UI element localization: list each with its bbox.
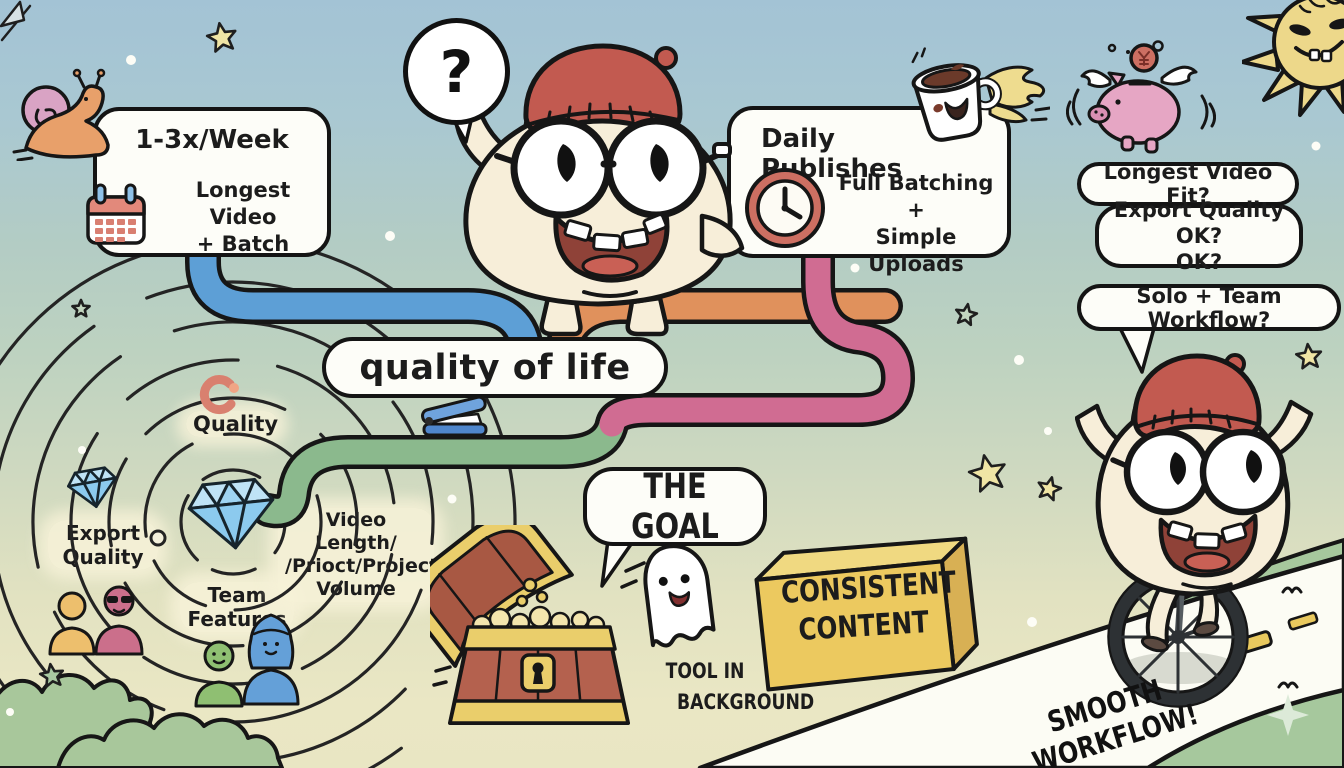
eye (1289, 24, 1311, 36)
bubble-export-quality-ok: Export Quality OK? OK? (1095, 198, 1303, 274)
daily-body-line1: Full Batching + (838, 171, 994, 222)
snail-icon (12, 68, 110, 161)
star-icon (1036, 475, 1063, 502)
tool-line1: TOOL IN (665, 659, 745, 683)
daily-box: Daily Publishes Full Batching + Simple U… (727, 106, 1011, 276)
consistent-content-box (754, 536, 979, 692)
quality-of-life-bubble: quality of life (322, 337, 668, 398)
coffee-cup-icon (911, 47, 1050, 142)
wing-icon (1160, 65, 1198, 86)
schedule-box-body: Longest Video + Batch (163, 177, 323, 258)
schedule-box: 1-3x/Week Longest Video + Batch (86, 107, 331, 258)
the-goal-bubble: THE GOAL (583, 466, 767, 547)
quality-logo-icon (199, 375, 239, 415)
schedule-title-text: 1-3x/Week (135, 125, 289, 155)
person-green-icon (194, 640, 244, 708)
star-icon (954, 302, 978, 325)
diamond-icon (187, 477, 275, 550)
star-icon (1295, 343, 1322, 369)
schedule-body-line2: + Batch (196, 232, 290, 256)
grass-squiggle (1281, 586, 1303, 594)
glasses-icon (1199, 428, 1287, 516)
eye (650, 144, 669, 182)
mascot-character-unicycle (1075, 353, 1314, 708)
sky-dots (6, 55, 1321, 716)
arm (699, 213, 745, 258)
sparkle-icon (1267, 694, 1309, 736)
blue-path (189, 224, 542, 386)
star-icon (966, 452, 1008, 493)
eye (557, 144, 576, 182)
wing-icon (1080, 69, 1112, 88)
star-icon (39, 663, 65, 688)
glasses-icon (1123, 428, 1211, 516)
team-line1: Team (207, 583, 267, 607)
video-line4: Volume (316, 578, 396, 600)
export-line1: Export (65, 521, 141, 545)
clock-icon (745, 168, 825, 248)
bush-icon (0, 673, 284, 768)
content-line2: CONTENT (797, 605, 931, 648)
corner-shape (0, 0, 26, 28)
leg (625, 295, 669, 337)
bubble-export-quality-line2: OK? (1175, 250, 1223, 274)
flying-piggy-bank-icon (1066, 40, 1216, 154)
flame-icon (988, 102, 1028, 124)
question-mark-text: ? (439, 37, 474, 106)
quality-of-life-text: quality of life (359, 347, 631, 388)
leg (539, 295, 583, 337)
consistent-content-text: CONSISTENT CONTENT (761, 564, 965, 652)
unicycle-shadow (1122, 652, 1238, 684)
person-sunglasses-icon (94, 585, 144, 656)
sun-icon (1242, 0, 1344, 117)
treasure-chest-icon (430, 525, 646, 725)
pink-path (599, 233, 911, 437)
bubble-longest-video-fit-text: Longest Video Fit? (1103, 160, 1273, 208)
video-line3: /Prioct/Project (285, 555, 439, 577)
question-bubble: ? (403, 18, 510, 125)
calendar-icon (86, 183, 146, 245)
bubble-export-quality-line1: Export Quality OK? (1113, 198, 1285, 248)
leg (1145, 580, 1181, 644)
bubble-solo-team-text: Solo + Team Workflow? (1136, 283, 1282, 332)
daily-body-line2: Simple Uploads (868, 225, 964, 276)
the-goal-text: THE GOAL (631, 466, 719, 547)
daily-box-body: Full Batching + Simple Uploads (827, 170, 1005, 278)
ghost-icon (643, 544, 716, 648)
bubble-solo-team-workflow: Solo + Team Workflow? (1077, 283, 1341, 332)
person-hooded-icon (242, 613, 300, 706)
spiral-label-quality-text: Quality (193, 412, 279, 436)
tool-line2: BACKGROUND (677, 690, 815, 714)
schedule-body-line1: Longest Video (195, 178, 291, 229)
person-yellow-icon (48, 591, 96, 656)
mascot-character-center (452, 43, 745, 337)
eye (1245, 450, 1262, 483)
eye (1169, 452, 1186, 485)
grass-squiggle (1277, 681, 1299, 689)
star-icon (72, 300, 89, 316)
star-icon (205, 21, 238, 53)
tool-in-background-label: TOOL IN (645, 659, 765, 683)
green-path (255, 411, 625, 524)
stapler-icon (420, 395, 488, 437)
diamond-small-icon (67, 466, 117, 509)
eye (1329, 18, 1344, 30)
tool-in-background-label2: BACKGROUND (662, 690, 822, 714)
schedule-box-title: 1-3x/Week (97, 125, 327, 155)
